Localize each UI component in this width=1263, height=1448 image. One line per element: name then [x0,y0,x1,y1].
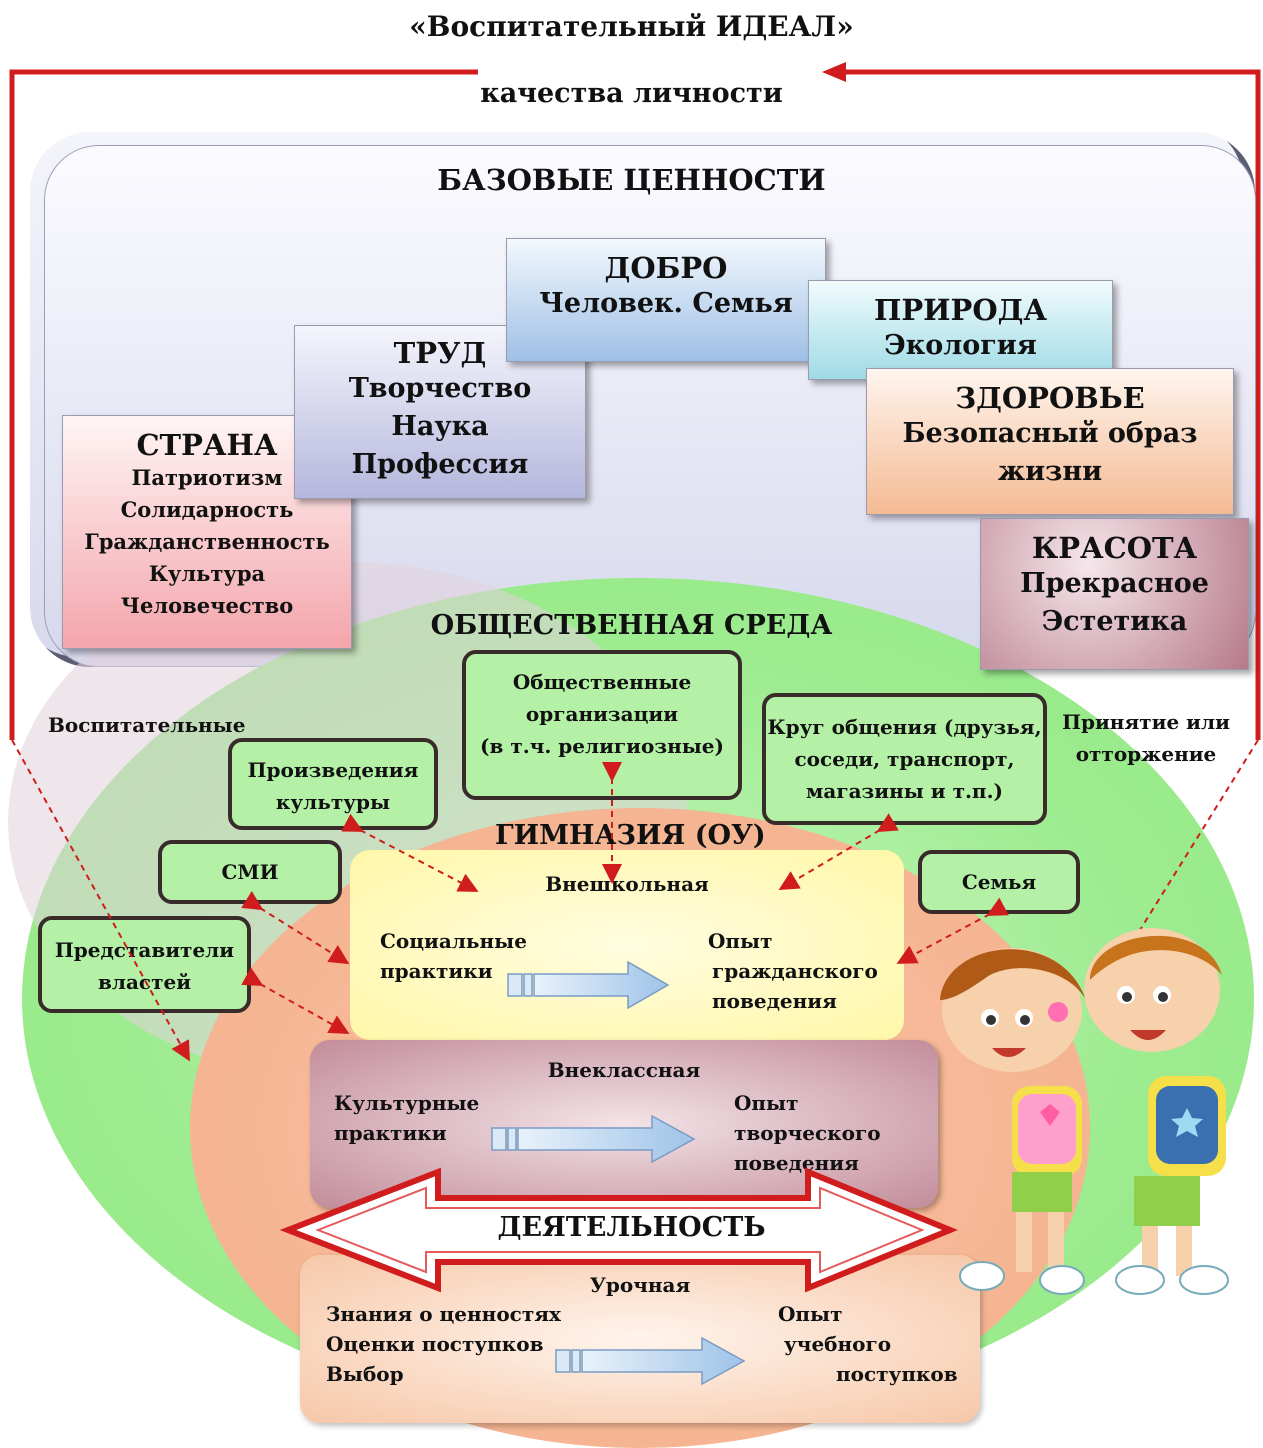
activity-double-arrow [279,1167,958,1293]
sphere-text: поступков [836,1362,958,1386]
sphere-text: Социальные [380,929,527,953]
sphere-text: Выбор [326,1362,404,1386]
sphere-text: учебного [784,1332,892,1356]
sphere-lesson: Урочная Знания о ценностях Оценки поступ… [300,1255,980,1423]
sphere-text: Оценки поступков [326,1332,544,1356]
card-nature: ПРИРОДА Экология [808,280,1113,380]
sphere-text: Опыт [778,1302,843,1326]
card-labor-item: Творчество [348,373,532,404]
sphere-text: практики [380,959,493,983]
label-acceptance-line: отторжение [1075,742,1217,766]
label-acceptance: Принятие или отторжение [1050,706,1242,770]
label-acceptance-line: Принятие или [1062,710,1230,734]
card-health: ЗДОРОВЬЕ Безопасный образ жизни [866,368,1234,515]
card-country-item: Патриотизм [131,465,283,490]
sphere-left-text: Знания о ценностях Оценки поступков Выбо… [326,1299,561,1389]
sphere-left-text: Культурные практики [334,1088,479,1148]
qualities-label: качества личности [480,78,783,109]
node-text: Семья [961,870,1037,894]
sphere-label: Урочная [589,1273,691,1297]
node-text: Общественные [512,670,692,694]
sphere-label: Внеклассная [547,1058,701,1082]
sphere-left-text: Социальные практики [380,926,527,986]
activity-label: ДЕЯТЕЛЬНОСТЬ [497,1212,766,1243]
card-country-item: Гражданственность [84,529,330,554]
sphere-text: Знания о ценностях [326,1302,561,1326]
practice-arrow-in [491,1114,696,1164]
node-text: Представители [54,938,235,962]
sphere-label: Внешкольная [545,872,709,896]
card-beauty-item: Прекрасное [1020,568,1209,599]
node-text: Произведения [247,758,419,782]
card-beauty: КРАСОТА Прекрасное Эстетика [980,518,1249,670]
node-text: организации [525,702,679,726]
diagram-title: «Воспитательный ИДЕАЛ» [409,10,854,43]
sphere-text: поведения [712,989,837,1013]
base-values-title: БАЗОВЫЕ ЦЕННОСТИ [437,163,826,197]
sphere-right-text: Опыт учебного поступков [778,1299,958,1389]
sphere-text: Опыт [734,1091,799,1115]
card-health-head: ЗДОРОВЬЕ [955,381,1145,415]
card-good-item: Человек. Семья [539,288,793,319]
card-country-head: СТРАНА [136,428,278,462]
card-beauty-item: Эстетика [1041,606,1188,637]
node-text: (в т.ч. религиозные) [480,734,724,758]
sphere-text: практики [334,1121,447,1145]
gymnasium-title: ГИМНАЗИЯ (ОУ) [495,820,766,851]
node-text: Круг общения (друзья, [767,715,1042,739]
card-labor-item: Наука [391,411,489,442]
children-illustration [940,928,1229,1295]
practice-arrow-lesson [555,1336,746,1386]
practice-arrow-out [507,960,670,1010]
card-health-item: жизни [997,456,1103,487]
sphere-text: Культурные [334,1091,480,1115]
node-authorities: Представители властей [38,916,251,1013]
card-nature-item: Экология [884,330,1037,361]
card-labor-item: Профессия [351,449,529,480]
card-country-item: Культура [148,561,266,586]
node-text: культуры [275,790,391,814]
card-health-item: Безопасный образ [902,418,1198,449]
sphere-right-text: Опыт гражданского поведения [708,926,878,1016]
sphere-right-text: Опыт творческого поведения [734,1088,881,1178]
sphere-text: поведения [734,1151,859,1175]
card-beauty-head: КРАСОТА [1031,531,1198,565]
card-country-item: Человечество [120,593,294,618]
sphere-text: Опыт [708,929,773,953]
node-text: СМИ [221,860,279,884]
environment-title: ОБЩЕСТВЕННАЯ СРЕДА [430,610,833,641]
node-social-circle: Круг общения (друзья, соседи, транспорт,… [762,693,1047,825]
node-text: соседи, транспорт, [794,747,1015,771]
node-text: магазины и т.п.) [805,779,1003,803]
card-labor-head: ТРУД [393,336,487,370]
sphere-text: творческого [734,1121,881,1145]
card-nature-head: ПРИРОДА [873,293,1048,327]
card-country-item: Солидарность [120,497,294,522]
sphere-text: гражданского [712,959,878,983]
label-educational: Воспитательные [48,713,246,737]
node-text: властей [97,970,192,994]
card-good-head: ДОБРО [604,251,728,285]
card-good: ДОБРО Человек. Семья [506,238,826,362]
